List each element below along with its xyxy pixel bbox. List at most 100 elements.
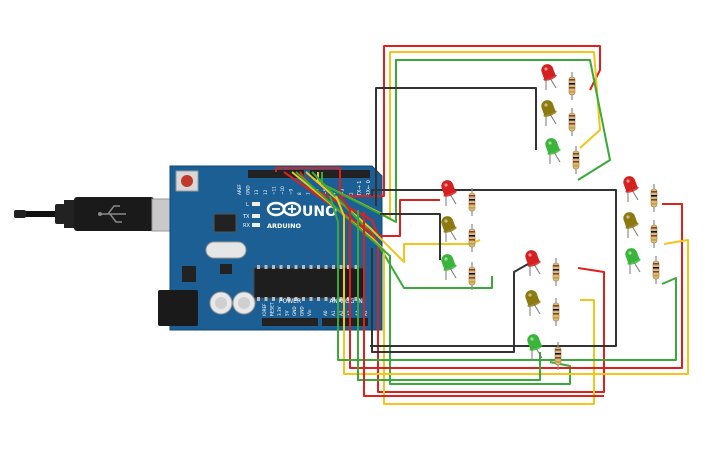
wire-green-internal[interactable] [357,210,541,381]
led-green[interactable] [526,332,544,360]
led-green[interactable] [624,246,642,274]
wire-green-left[interactable] [311,171,493,289]
led-red[interactable] [540,62,558,90]
wire-red-top[interactable] [275,45,601,197]
resistor-red[interactable] [552,258,560,286]
chip-pin [257,297,260,301]
led-green[interactable] [440,252,458,280]
led-rx [252,223,260,227]
power-pin-label-1: RESET [270,302,275,316]
chip-pin [339,297,343,301]
wire-green-bottom[interactable] [295,171,571,385]
power-pin-label-6: Vin [307,309,312,316]
power-pin-label-5: GND [300,306,305,316]
atmega-chip [253,267,365,299]
wire-black-bottom[interactable] [371,248,529,353]
power-label: POWER [279,298,301,305]
resistor-green[interactable] [652,256,660,284]
chip-pin [347,265,350,269]
analog-pin-label-0: A0 [323,310,328,316]
resistor-yellow[interactable] [650,220,658,248]
wire-green-top[interactable] [321,59,611,223]
voltage-regulator [182,266,196,282]
traffic-lights [440,62,660,370]
power-pin-label-0: IOREF [262,303,267,316]
led-red[interactable] [622,174,640,202]
resistor-red[interactable] [568,72,576,100]
top-pin-label-5: ~10 [280,186,285,195]
chip-pin [317,297,320,301]
resistor-red[interactable] [468,188,476,216]
wire-green-right[interactable] [329,195,677,361]
wire-yellow-bottom[interactable] [291,171,595,405]
power-pin-label-2: 3.3V [277,306,282,316]
usb-icon [98,205,126,223]
chip-pin [279,297,283,301]
chip-pin [324,297,328,301]
top-pin-label-12: ~3 [340,188,345,195]
chip-pin [354,297,358,301]
resistor-green[interactable] [572,146,580,174]
top-pin-label-7: 8 [297,192,302,195]
top-pin-label-1: GND [246,185,251,195]
chip-pin [347,297,350,301]
capacitor-left [209,291,233,315]
led-yellow[interactable] [524,288,542,316]
resistor-green[interactable] [468,262,476,290]
chip-pin [302,297,305,301]
chip-pin [279,265,283,269]
resistor-red[interactable] [650,184,658,212]
led-yellow[interactable] [440,214,458,242]
power-pin-label-3: 5V [285,310,290,316]
wire-red-internal[interactable] [363,212,604,397]
chip-pin [264,265,268,269]
tx-label: TX→ 1 [357,181,363,197]
wire-black-left[interactable] [380,213,441,260]
led-l-label: L [246,202,249,208]
resistor-yellow[interactable] [552,298,560,326]
light-bottom-center [524,248,562,370]
wire-red-right[interactable] [339,195,683,369]
wire-yellow-right[interactable] [335,195,689,375]
digital-header[interactable] [248,170,304,178]
top-pin-label-2: 13 [254,189,259,195]
power-header[interactable] [262,318,318,326]
led-green[interactable] [544,136,562,164]
top-pin-label-0: AREF [237,184,242,195]
chip-pin [302,265,305,269]
led-yellow[interactable] [622,210,640,238]
chip-pin [309,297,313,301]
wire-red-bottom[interactable] [283,171,605,393]
reset-button[interactable] [175,170,199,192]
fuse [220,264,232,274]
arduino-logo-icon [266,201,302,217]
led-red[interactable] [524,248,542,276]
chip-pin [332,265,335,269]
wires [275,45,689,405]
resistor-yellow[interactable] [568,108,576,136]
led-red[interactable] [440,178,458,206]
analog-pin-label-1: A1 [331,310,336,316]
resistor-yellow[interactable] [468,224,476,252]
wire-black-top[interactable] [375,87,537,206]
led-l [252,202,260,206]
led-yellow[interactable] [540,98,558,126]
power-jack[interactable] [158,290,198,326]
led-tx [252,214,260,218]
power-pin-label-4: GND [292,306,297,316]
chip-pin [294,265,298,269]
chip-pins [257,265,358,301]
light-right [622,174,660,284]
chip-pin [332,297,335,301]
analog-label: ANALOG IN [329,298,362,305]
led-tx-label: TX [242,214,250,220]
led-rx-label: RX [243,223,250,229]
top-pin-label-10: ~5 [323,188,328,195]
brand-label: ARDUINO [267,222,302,230]
resistor-green[interactable] [554,342,562,370]
chip-pin [272,297,275,301]
